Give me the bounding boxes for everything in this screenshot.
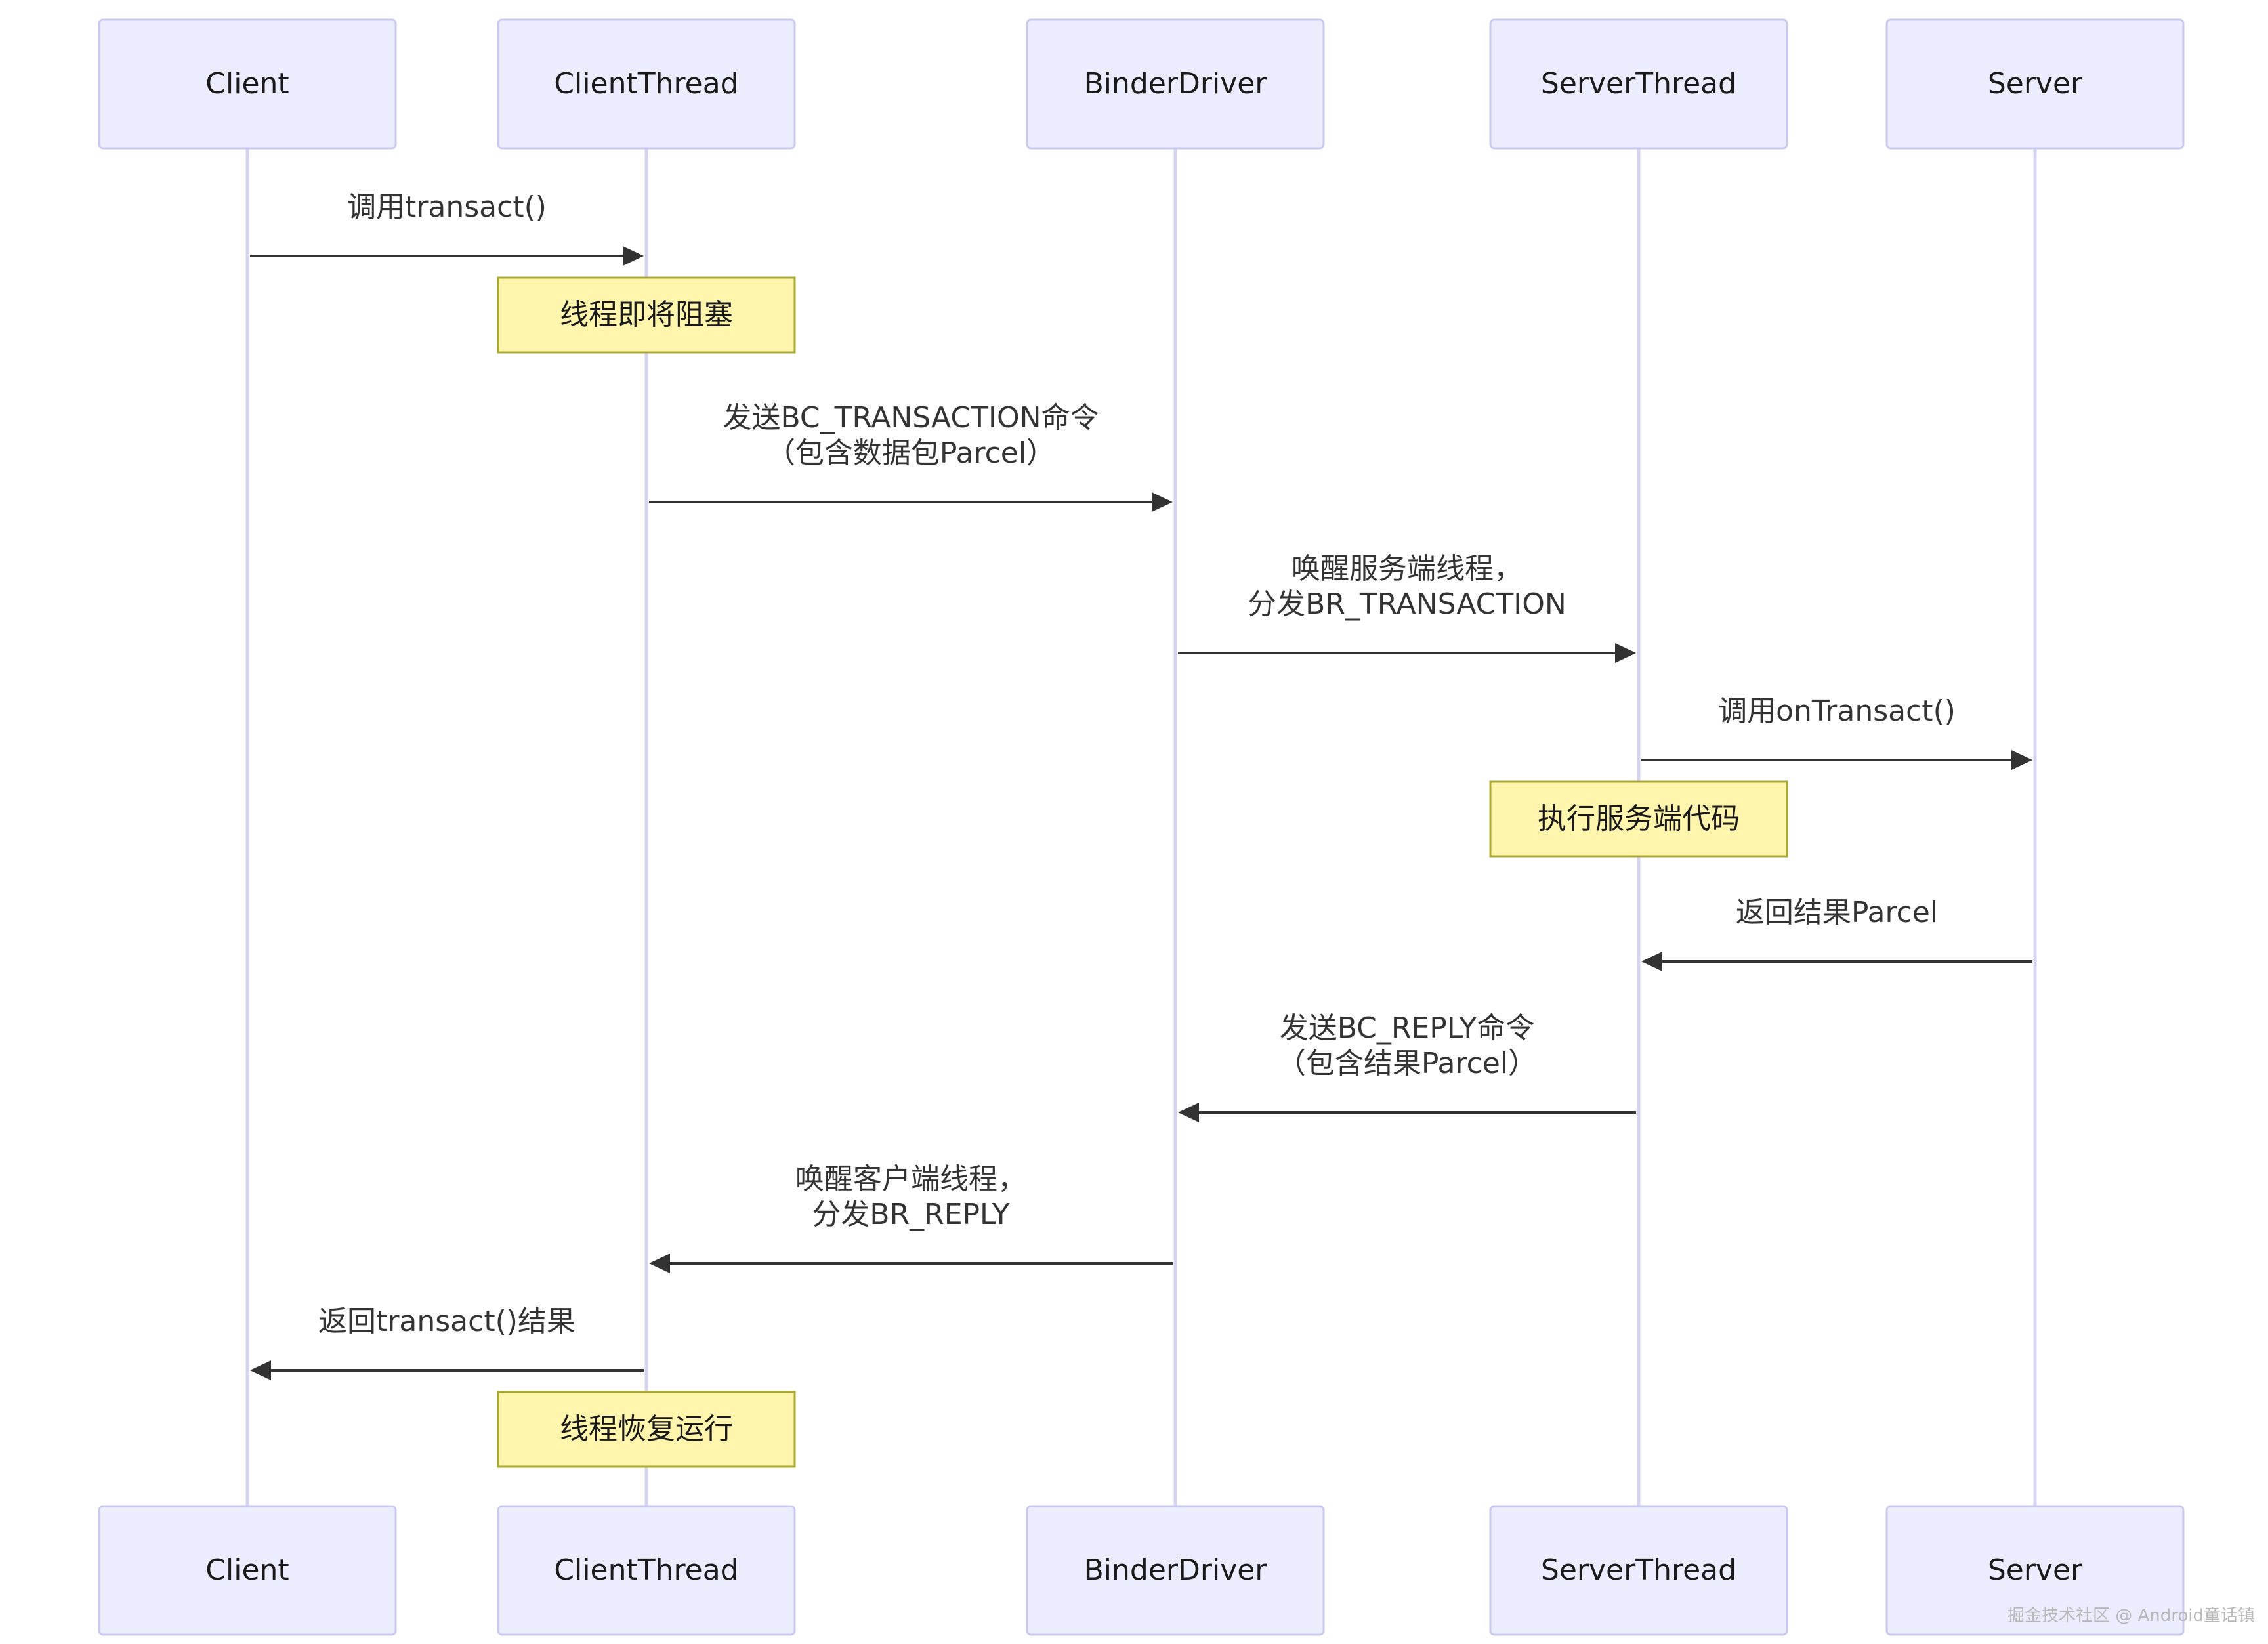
message-clientthread-to-client: 返回transact()结果	[250, 1305, 644, 1380]
arrow-head	[1641, 952, 1662, 971]
message-label: 分发BR_REPLY	[812, 1198, 1009, 1231]
actor-label: Server	[1988, 67, 2083, 100]
message-label: 返回transact()结果	[318, 1305, 576, 1338]
message-serverthread-to-binderdriver: 发送BC_REPLY命令（包含结果Parcel）	[1178, 1011, 1636, 1122]
note-box	[497, 276, 796, 354]
actor-server-bottom: Server	[1885, 1505, 2185, 1636]
message-label: 发送BC_TRANSACTION命令	[723, 401, 1099, 434]
watermark-text: 掘金技术社区 @ Android童话镇	[2007, 1606, 2255, 1626]
note-box	[1489, 780, 1788, 858]
actor-binderdriver-top: BinderDriver	[1026, 18, 1325, 150]
arrow-head	[1178, 1103, 1199, 1122]
actor-box	[98, 18, 397, 150]
arrow-head	[250, 1360, 271, 1380]
note-clientthread: 线程即将阻塞	[497, 276, 796, 354]
message-clientthread-to-binderdriver: 发送BC_TRANSACTION命令（包含数据包Parcel）	[649, 401, 1173, 512]
actor-label: Client	[205, 1553, 289, 1587]
note-clientthread: 线程恢复运行	[497, 1391, 796, 1468]
actor-box	[1026, 18, 1325, 150]
actor-clientthread-bottom: ClientThread	[497, 1505, 796, 1636]
note-label: 线程即将阻塞	[560, 298, 733, 331]
actor-label: Client	[205, 67, 289, 100]
arrow-head	[1152, 492, 1173, 512]
note-serverthread: 执行服务端代码	[1489, 780, 1788, 858]
actor-label: ClientThread	[554, 1553, 738, 1587]
actor-client-bottom: Client	[98, 1505, 397, 1636]
actor-box	[1489, 1505, 1788, 1636]
message-label: 唤醒服务端线程，	[1292, 552, 1522, 585]
actor-box	[1026, 1505, 1325, 1636]
message-label: 唤醒客户端线程，	[795, 1162, 1026, 1196]
message-label: 调用onTransact()	[1718, 694, 1956, 728]
message-client-to-clientthread: 调用transact()	[250, 190, 644, 266]
actor-label: ClientThread	[554, 67, 738, 100]
actor-binderdriver-bottom: BinderDriver	[1026, 1505, 1325, 1636]
actor-label: BinderDriver	[1084, 67, 1268, 100]
message-label: 发送BC_REPLY命令	[1280, 1011, 1535, 1045]
message-label: 返回结果Parcel	[1736, 896, 1938, 929]
actor-box	[1885, 1505, 2185, 1636]
message-label: 调用transact()	[347, 190, 547, 224]
actor-serverthread-top: ServerThread	[1489, 18, 1788, 150]
actor-box	[1489, 18, 1788, 150]
actor-server-top: Server	[1885, 18, 2185, 150]
message-binderdriver-to-serverthread: 唤醒服务端线程，分发BR_TRANSACTION	[1178, 552, 1636, 663]
actor-box	[1885, 18, 2185, 150]
actor-label: Server	[1988, 1553, 2083, 1587]
note-label: 线程恢复运行	[560, 1412, 733, 1446]
message-server-to-serverthread: 返回结果Parcel	[1641, 896, 2032, 971]
actor-label: ServerThread	[1541, 67, 1736, 100]
arrow-head	[2011, 750, 2032, 770]
actor-clientthread-top: ClientThread	[497, 18, 796, 150]
arrow-head	[649, 1254, 670, 1273]
message-label: （包含结果Parcel）	[1277, 1047, 1537, 1080]
actor-box	[497, 18, 796, 150]
message-label: （包含数据包Parcel）	[766, 436, 1055, 470]
actor-box	[497, 1505, 796, 1636]
actor-serverthread-bottom: ServerThread	[1489, 1505, 1788, 1636]
message-binderdriver-to-clientthread: 唤醒客户端线程，分发BR_REPLY	[649, 1162, 1173, 1273]
actor-client-top: Client	[98, 18, 397, 150]
note-box	[497, 1391, 796, 1468]
message-serverthread-to-server: 调用onTransact()	[1641, 694, 2032, 770]
actor-label: ServerThread	[1541, 1553, 1736, 1587]
actor-box	[98, 1505, 397, 1636]
arrow-head	[623, 246, 644, 266]
note-label: 执行服务端代码	[1538, 802, 1740, 835]
message-label: 分发BR_TRANSACTION	[1248, 587, 1566, 621]
arrow-head	[1615, 643, 1636, 663]
actor-label: BinderDriver	[1084, 1553, 1268, 1587]
